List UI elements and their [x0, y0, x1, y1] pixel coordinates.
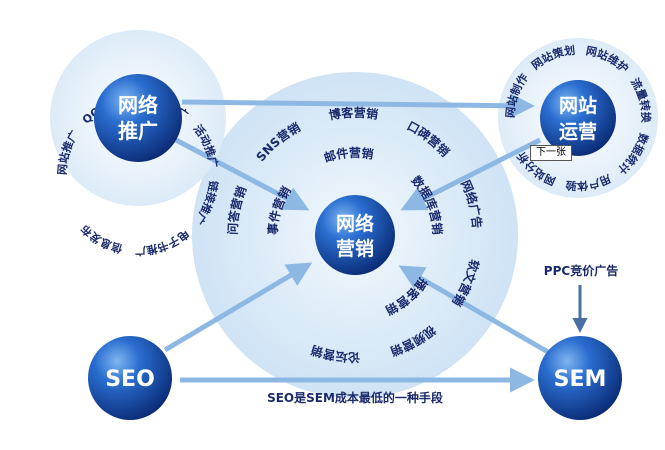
promo-item-6: 信息发布	[78, 222, 124, 256]
seo-label: SEO	[105, 367, 155, 392]
promo-item-5: 电子书推广	[135, 227, 193, 258]
arrow-promo-to-center	[174, 137, 310, 211]
center-line1: 网络	[336, 212, 374, 235]
ppc-label: PPC竞价广告	[544, 263, 618, 278]
sem-label: SEM	[554, 367, 607, 392]
center-line2: 营销	[336, 237, 374, 260]
site-ops-line2: 运营	[559, 120, 597, 143]
sem-ball: SEM	[538, 336, 622, 420]
site-ops-line1: 网站	[559, 94, 597, 117]
arrow-promo-to-ops	[181, 93, 535, 119]
arrow-ops-to-center	[400, 137, 542, 211]
site-ops-ball: 网站 运营	[540, 80, 616, 156]
center-ball: 网络 营销	[315, 195, 395, 275]
arrow-seo-to-center	[163, 262, 313, 353]
network-promo-ball: 网络 推广	[94, 74, 182, 162]
network-promo-line2: 推广	[118, 119, 158, 143]
arrow-sem-to-center	[398, 265, 550, 355]
network-promo-line1: 网络	[118, 93, 158, 117]
seo-sem-note: SEO是SEM成本最低的一种手段	[267, 390, 444, 405]
next-image-tooltip[interactable]: 下一张	[530, 145, 572, 161]
seo-ball: SEO	[88, 336, 172, 420]
